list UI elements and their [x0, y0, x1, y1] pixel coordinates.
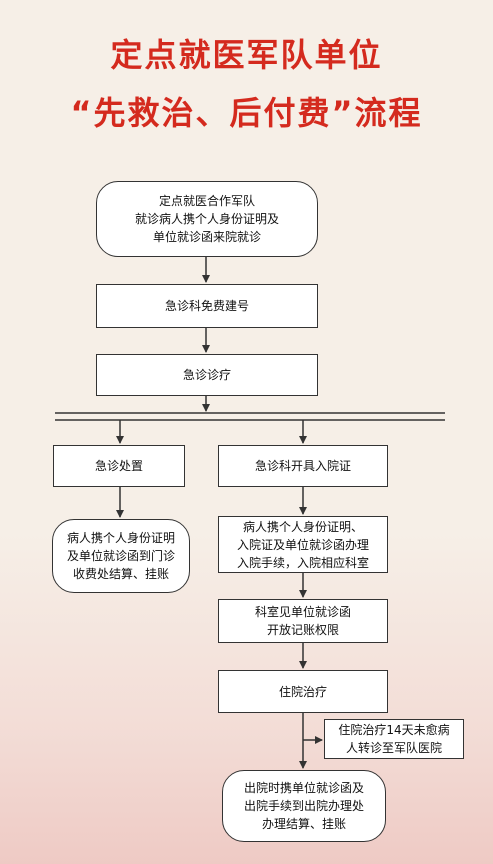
step-emergency-handle-label: 急诊处置 — [94, 459, 143, 473]
step-start: 定点就医合作军队 就诊病人携个人身份证明及 单位就诊函来院就诊 — [96, 181, 318, 257]
step-emergency-register-label: 急诊科免费建号 — [164, 299, 249, 313]
step-transfer: 住院治疗14天未愈病 人转诊至军队医院 — [324, 719, 464, 759]
step-outpatient-settle-label: 病人携个人身份证明 及单位就诊函到门诊 收费处结算、挂账 — [66, 531, 175, 581]
step-outpatient-settle: 病人携个人身份证明 及单位就诊函到门诊 收费处结算、挂账 — [52, 519, 190, 593]
step-admission-procedure: 病人携个人身份证明、 入院证及单位就诊函办理 入院手续，入院相应科室 — [218, 516, 388, 573]
step-admission-cert-label: 急诊科开具入院证 — [254, 459, 351, 473]
step-inpatient: 住院治疗 — [218, 670, 388, 713]
step-transfer-label: 住院治疗14天未愈病 人转诊至军队医院 — [338, 723, 450, 755]
step-emergency-treat: 急诊诊疗 — [96, 354, 318, 396]
step-admission-procedure-label: 病人携个人身份证明、 入院证及单位就诊函办理 入院手续，入院相应科室 — [236, 519, 369, 570]
step-emergency-treat-label: 急诊诊疗 — [182, 368, 231, 382]
page-title-line2: “先救治、后付费”流程 — [70, 94, 423, 132]
page-title-line1: 定点就医军队单位 — [110, 36, 383, 74]
step-admission-cert: 急诊科开具入院证 — [218, 445, 388, 487]
step-emergency-register: 急诊科免费建号 — [96, 284, 318, 328]
step-department-credit-label: 科室见单位就诊函 开放记账权限 — [254, 605, 351, 637]
step-discharge: 出院时携单位就诊函及 出院手续到出院办理处 办理结算、挂账 — [222, 770, 386, 842]
step-department-credit: 科室见单位就诊函 开放记账权限 — [218, 599, 388, 643]
step-start-label: 定点就医合作军队 就诊病人携个人身份证明及 单位就诊函来院就诊 — [134, 194, 279, 244]
step-inpatient-label: 住院治疗 — [278, 684, 327, 699]
step-discharge-label: 出院时携单位就诊函及 出院手续到出院办理处 办理结算、挂账 — [243, 781, 364, 831]
step-emergency-handle: 急诊处置 — [53, 445, 185, 487]
